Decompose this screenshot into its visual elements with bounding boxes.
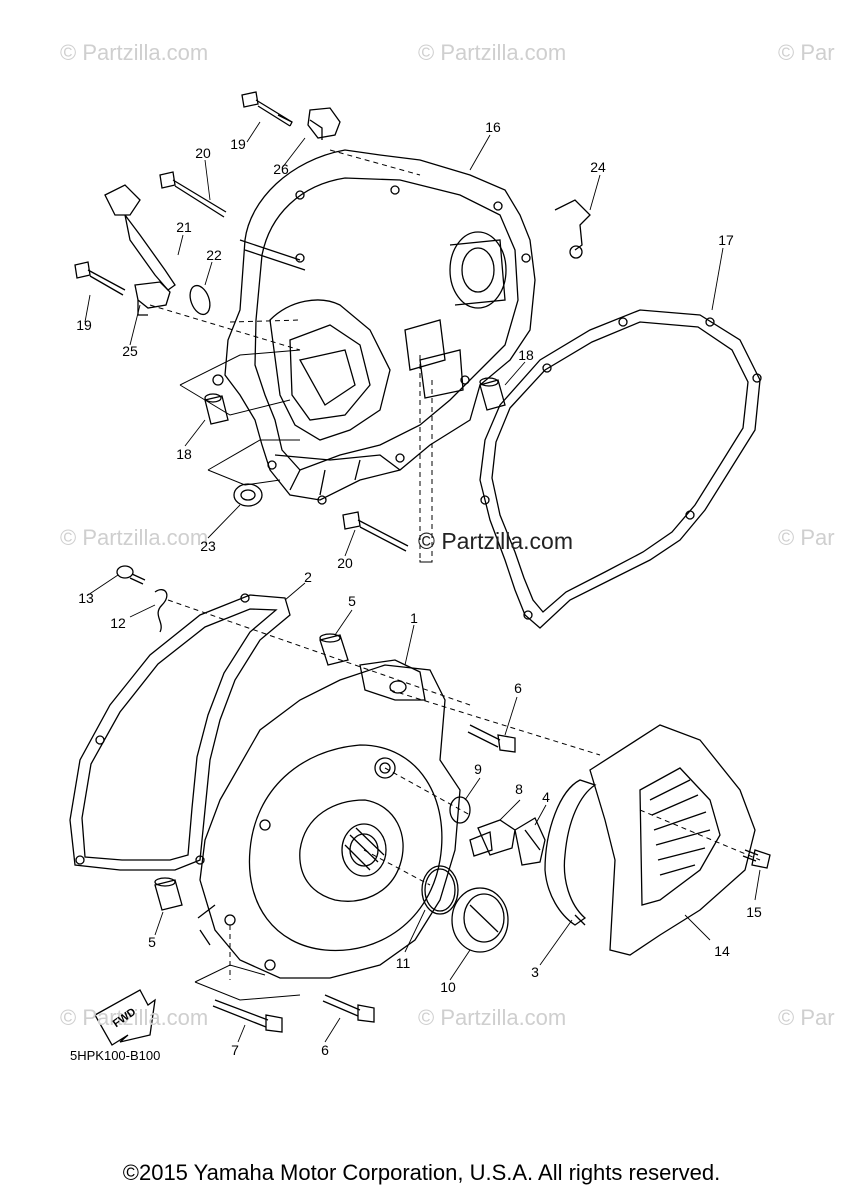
watermark: © Partzilla.com — [60, 1005, 209, 1030]
callout-2: 2 — [304, 569, 312, 585]
guide-part-3 — [544, 779, 597, 926]
part-code: 5HPK100-B100 — [70, 1048, 161, 1063]
bolt-part-6-bottom — [322, 994, 375, 1023]
watermark: © Partzilla.com — [60, 525, 209, 550]
callout-8: 8 — [515, 781, 523, 797]
clip-part-26 — [307, 107, 341, 140]
spring-part-12 — [154, 589, 168, 633]
callout-10: 10 — [440, 979, 456, 995]
dipstick-part-21 — [104, 184, 176, 291]
dowel-part-5-bottom — [154, 877, 183, 911]
bolt-part-6-top — [467, 724, 516, 753]
watermark: © Partzilla.com — [418, 1005, 567, 1030]
watermark: © Par — [778, 525, 835, 550]
callout-6: 6 — [514, 680, 522, 696]
callout-23: 23 — [200, 538, 216, 554]
callout-18: 18 — [518, 347, 534, 363]
dowel-part-18-right — [479, 377, 506, 411]
bolt-part-20-mid — [342, 511, 409, 552]
callout-25: 25 — [122, 343, 138, 359]
cover-part-1 — [197, 659, 461, 979]
callout-5: 5 — [348, 593, 356, 609]
callout-6: 6 — [321, 1042, 329, 1058]
cap-part-10 — [451, 887, 509, 953]
callout-18: 18 — [176, 446, 192, 462]
watermark: © Partzilla.com — [418, 40, 567, 65]
callout-5: 5 — [148, 934, 156, 950]
leader-lines — [84, 121, 761, 1043]
plug-part-8 — [469, 819, 516, 857]
dowel-part-18-left — [204, 393, 229, 425]
callout-9: 9 — [474, 761, 482, 777]
oring-part-9 — [449, 796, 471, 824]
callout-17: 17 — [718, 232, 734, 248]
clip-part-25 — [134, 281, 171, 316]
bolt-part-20-top — [159, 171, 227, 218]
bracket-lines-lower — [194, 964, 301, 1001]
callout-12: 12 — [110, 615, 126, 631]
callout-22: 22 — [206, 247, 222, 263]
callout-13: 13 — [78, 590, 94, 606]
cover-part-14 — [589, 724, 756, 956]
gasket-part-17 — [479, 309, 762, 629]
block-part-4 — [514, 817, 546, 866]
dowel-part-5-top — [319, 633, 349, 666]
bracket-lines-upper — [179, 349, 433, 563]
bolt-part-7 — [212, 999, 283, 1033]
bolt-part-19-mid — [74, 261, 126, 296]
watermark: © Partzilla.com — [60, 40, 209, 65]
callout-4: 4 — [542, 789, 550, 805]
fwd-arrow-icon — [94, 989, 156, 1046]
bolt-part-19-top — [241, 91, 293, 127]
callout-15: 15 — [746, 904, 762, 920]
callout-20: 20 — [195, 145, 211, 161]
callout-24: 24 — [590, 159, 606, 175]
alignment-lines-upper — [149, 149, 433, 560]
watermark: © Par — [778, 40, 835, 65]
callout-16: 16 — [485, 119, 501, 135]
gasket-part-2 — [69, 593, 291, 871]
callout-19: 19 — [76, 317, 92, 333]
callout-1: 1 — [410, 610, 418, 626]
callout-3: 3 — [531, 964, 539, 980]
oring-part-11 — [421, 865, 459, 915]
callout-21: 21 — [176, 219, 192, 235]
callout-14: 14 — [714, 943, 730, 959]
callout-26: 26 — [273, 161, 289, 177]
watermark: © Par — [778, 1005, 835, 1030]
center-watermark: © Partzilla.com — [418, 528, 573, 554]
bolt-part-15 — [742, 849, 771, 869]
bolt-part-13 — [116, 565, 146, 585]
callout-7: 7 — [231, 1042, 239, 1058]
bracket-part-24 — [554, 199, 591, 259]
seal-part-23 — [233, 483, 263, 507]
crankcase-cover-part-16 — [212, 149, 536, 505]
oring-part-22 — [189, 284, 211, 316]
callout-11: 11 — [395, 955, 411, 971]
callout-20: 20 — [337, 555, 353, 571]
callout-19: 19 — [230, 136, 246, 152]
copyright-notice: ©2015 Yamaha Motor Corporation, U.S.A. A… — [122, 1160, 721, 1185]
alignment-lines-lower — [167, 599, 761, 980]
